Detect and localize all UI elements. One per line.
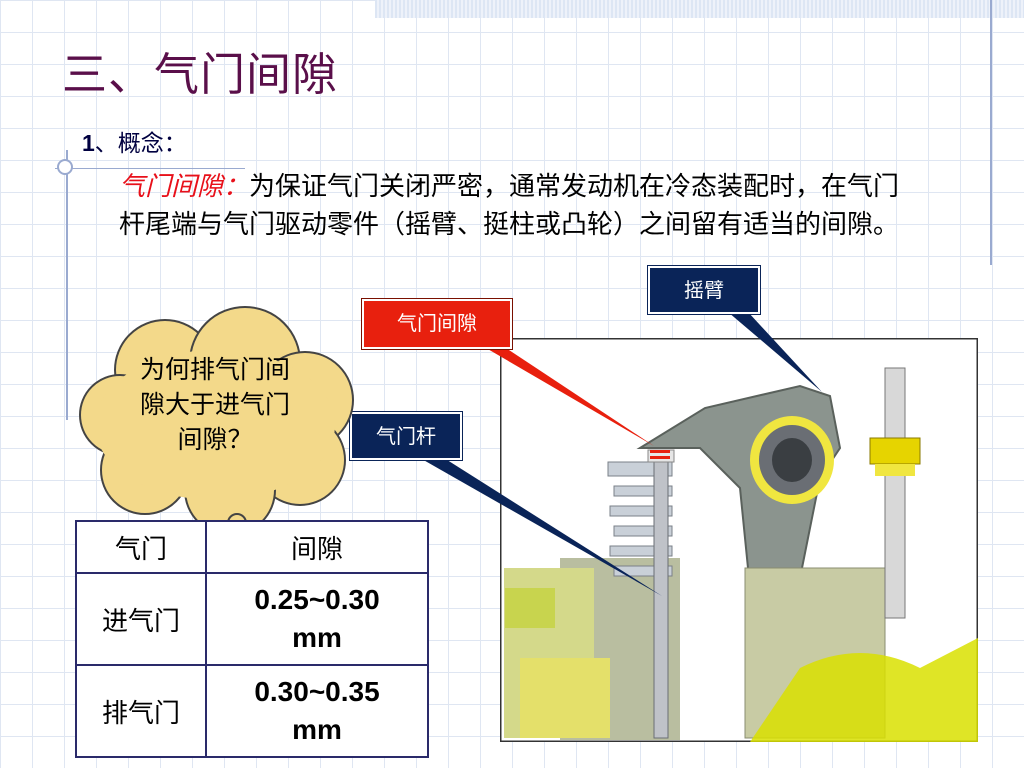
header-valve: 气门 xyxy=(75,520,207,574)
definition-text: 为保证气门关闭严密，通常发动机在冷态装配时，在气门杆尾端与气门驱动零件（摇臂、挺… xyxy=(119,172,900,240)
clearance-unit: mm xyxy=(292,622,342,653)
top-decor-band xyxy=(375,0,1024,18)
clearance-value: 0.30~0.35 xyxy=(254,676,380,707)
table-row: 排气门 0.30~0.35 mm xyxy=(75,664,429,758)
definition-term: 气门间隙 xyxy=(119,172,224,202)
crosshair-line xyxy=(55,168,245,169)
row-clearance: 0.25~0.30 mm xyxy=(205,572,429,666)
section-number: 1 xyxy=(82,130,95,156)
table-header-row: 气门 间隙 xyxy=(75,520,429,574)
callout-valve-stem: 气门杆 xyxy=(350,412,462,460)
clearance-table: 气门 间隙 进气门 0.25~0.30 mm 排气门 0.30~0.35 mm xyxy=(75,520,429,758)
slide-title: 三、气门间隙 xyxy=(62,48,339,101)
callout-rocker-arm: 摇臂 xyxy=(648,266,760,314)
stem-pointer xyxy=(420,458,662,596)
cloud-question: 为何排气门间隙大于进气门间隙？ xyxy=(139,355,290,454)
row-clearance: 0.30~0.35 mm xyxy=(205,664,429,758)
row-valve: 排气门 xyxy=(75,664,207,758)
clearance-unit: mm xyxy=(292,714,342,745)
rocker-pointer xyxy=(728,312,822,392)
definition-colon: ： xyxy=(223,172,250,202)
clearance-value: 0.25~0.30 xyxy=(254,584,380,615)
header-clearance: 间隙 xyxy=(205,520,429,574)
right-decor-line xyxy=(990,0,992,265)
definition-paragraph: 气门间隙：为保证气门关闭严密，通常发动机在冷态装配时，在气门杆尾端与气门驱动零件… xyxy=(119,168,919,244)
crosshair-circle-icon xyxy=(57,159,73,175)
row-valve: 进气门 xyxy=(75,572,207,666)
gap-pointer xyxy=(486,348,654,446)
section-heading: 1、概念： xyxy=(82,124,187,158)
left-decor-line xyxy=(66,150,68,420)
section-label: 、概念： xyxy=(94,131,187,157)
valve-mechanism-illustration xyxy=(500,338,978,742)
callout-valve-clearance: 气门间隙 xyxy=(362,299,512,349)
table-row: 进气门 0.25~0.30 mm xyxy=(75,572,429,666)
